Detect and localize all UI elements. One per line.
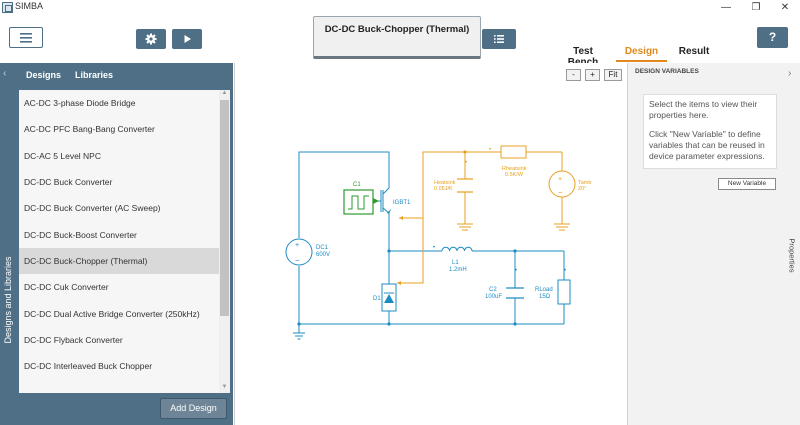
diode-d1 <box>381 283 397 312</box>
hint-new-variable: Click "New Variable" to define variables… <box>649 129 765 161</box>
add-design-button[interactable]: Add Design <box>160 398 227 419</box>
thermal-ground-icon <box>457 223 570 231</box>
c1-label: C1 <box>353 182 361 188</box>
list-item[interactable]: DC-DC Buck Converter (AC Sweep) <box>24 203 161 213</box>
tamb-value: 20° <box>578 186 586 192</box>
properties-strip: › Properties <box>785 63 800 425</box>
thermal-resistor-rheatsink <box>500 145 527 159</box>
heatsink-value: 0.05J/K <box>434 186 453 192</box>
circuit-schematic: + − DC1 600V IGBT1 D1 • L1 1.2mH <box>285 145 591 340</box>
list-item[interactable]: DC-DC Buck-Boost Converter <box>24 230 137 240</box>
active-tab-indicator <box>616 60 667 62</box>
app-logo-icon <box>2 2 13 13</box>
inductor-l1 <box>441 246 473 252</box>
ambient-temperature-tamb: + − <box>548 170 576 198</box>
hint-select-items: Select the items to view their propertie… <box>649 99 758 120</box>
dc1-value: 600V <box>316 252 330 258</box>
scroll-thumb[interactable] <box>220 100 229 316</box>
svg-text:•: • <box>564 268 566 274</box>
l1-value: 1.2mH <box>449 267 467 273</box>
list-item[interactable]: AC-DC PFC Bang-Bang Converter <box>24 124 155 134</box>
svg-text:−: − <box>295 256 300 265</box>
tab-designs[interactable]: Designs <box>26 70 62 80</box>
designs-and-libraries-label[interactable]: Designs and Libraries <box>3 256 13 344</box>
list-item[interactable]: DC-AC 5 Level NPC <box>24 151 101 161</box>
rheatsink-value: 0.5K/W <box>505 172 524 178</box>
list-scrollbar[interactable]: ▲ ▼ <box>219 90 230 393</box>
run-simulation-button[interactable] <box>172 29 202 49</box>
capacitor-c2 <box>506 287 524 299</box>
svg-text:•: • <box>433 245 435 251</box>
ground-icon <box>293 332 305 340</box>
svg-text:•: • <box>465 160 467 166</box>
electrical-wires <box>298 151 565 333</box>
rload-value: 15Ω <box>539 294 551 300</box>
new-variable-button[interactable]: New Variable <box>718 178 776 190</box>
menu-button[interactable] <box>9 27 43 48</box>
close-button[interactable]: ✕ <box>780 2 790 13</box>
list-item[interactable]: DC-DC Cuk Converter <box>24 282 109 292</box>
list-view-button[interactable] <box>482 29 516 49</box>
scroll-down-icon[interactable]: ▼ <box>221 384 228 390</box>
chevron-left-icon[interactable]: ‹ <box>3 68 7 79</box>
zoom-out-button[interactable]: - <box>566 69 581 81</box>
d1-label: D1 <box>373 296 381 302</box>
dc-source-dc1: + − <box>285 238 313 266</box>
tab-libraries[interactable]: Libraries <box>75 70 114 80</box>
app-title: SIMBA <box>15 1 44 11</box>
thermal-capacitor-heatsink <box>457 178 473 193</box>
schematic-canvas[interactable]: + − DC1 600V IGBT1 D1 • L1 1.2mH <box>234 63 627 425</box>
rheatsink-label: Rheatsink <box>502 166 527 172</box>
hamburger-icon <box>20 33 32 43</box>
design-variables-title: DESIGN VARIABLES <box>635 68 699 75</box>
restore-button[interactable]: ❐ <box>751 2 761 13</box>
fit-button[interactable]: Fit <box>604 69 622 81</box>
design-variables-panel: DESIGN VARIABLES Select the items to vie… <box>627 63 785 425</box>
design-title[interactable]: DC-DC Buck-Chopper (Thermal) <box>313 16 481 59</box>
list-item[interactable]: DC-DC Interleaved Buck Chopper <box>24 361 153 371</box>
igbt1-switch <box>373 184 390 214</box>
tab-design[interactable]: Design <box>624 46 659 57</box>
list-item[interactable]: DC-DC Buck Converter <box>24 177 113 187</box>
left-panel-strip: ‹ Designs and Libraries <box>0 63 16 425</box>
list-item[interactable]: AC-DC 3-phase Diode Bridge <box>24 98 136 108</box>
designs-panel: Designs Libraries AC-DC 3-phase Diode Br… <box>16 63 233 425</box>
resistor-rload <box>557 279 571 305</box>
svg-text:+: + <box>295 242 299 249</box>
thermal-wires <box>397 151 563 284</box>
properties-label[interactable]: Properties <box>787 238 797 273</box>
play-icon <box>184 35 191 43</box>
tamb-label: Tamb <box>578 180 591 186</box>
design-list: AC-DC 3-phase Diode Bridge AC-DC PFC Ban… <box>19 90 230 393</box>
design-title-text: DC-DC Buck-Chopper (Thermal) <box>324 24 470 35</box>
c2-label: C2 <box>489 287 497 293</box>
heatsink-label: Heatsink <box>434 180 456 186</box>
c2-value: 100uF <box>485 294 502 300</box>
svg-text:+: + <box>558 176 562 183</box>
rload-label: RLoad <box>535 287 553 293</box>
list-icon <box>494 35 504 43</box>
svg-text:•: • <box>515 268 517 274</box>
dc1-label: DC1 <box>316 245 329 251</box>
tab-result[interactable]: Result <box>678 46 710 57</box>
scroll-up-icon[interactable]: ▲ <box>221 90 228 96</box>
design-variables-hint: Select the items to view their propertie… <box>643 94 777 169</box>
tab-test-bench[interactable]: Test Bench <box>568 46 599 68</box>
l1-label: L1 <box>452 260 459 266</box>
help-button[interactable]: ? <box>757 27 788 48</box>
settings-button[interactable] <box>136 29 166 49</box>
svg-text:•: • <box>489 147 491 153</box>
chevron-right-icon[interactable]: › <box>788 68 792 79</box>
list-item[interactable]: DC-DC Dual Active Bridge Converter (250k… <box>24 309 200 319</box>
list-item[interactable]: DC-DC Flyback Converter <box>24 335 123 345</box>
igbt1-label: IGBT1 <box>393 200 411 206</box>
zoom-in-button[interactable]: + <box>585 69 600 81</box>
list-item-selected[interactable]: DC-DC Buck-Chopper (Thermal) <box>19 248 219 274</box>
gear-icon <box>145 33 157 45</box>
title-bar: SIMBA — ❐ ✕ <box>0 0 800 16</box>
svg-text:−: − <box>558 188 563 197</box>
minimize-button[interactable]: — <box>721 2 731 13</box>
